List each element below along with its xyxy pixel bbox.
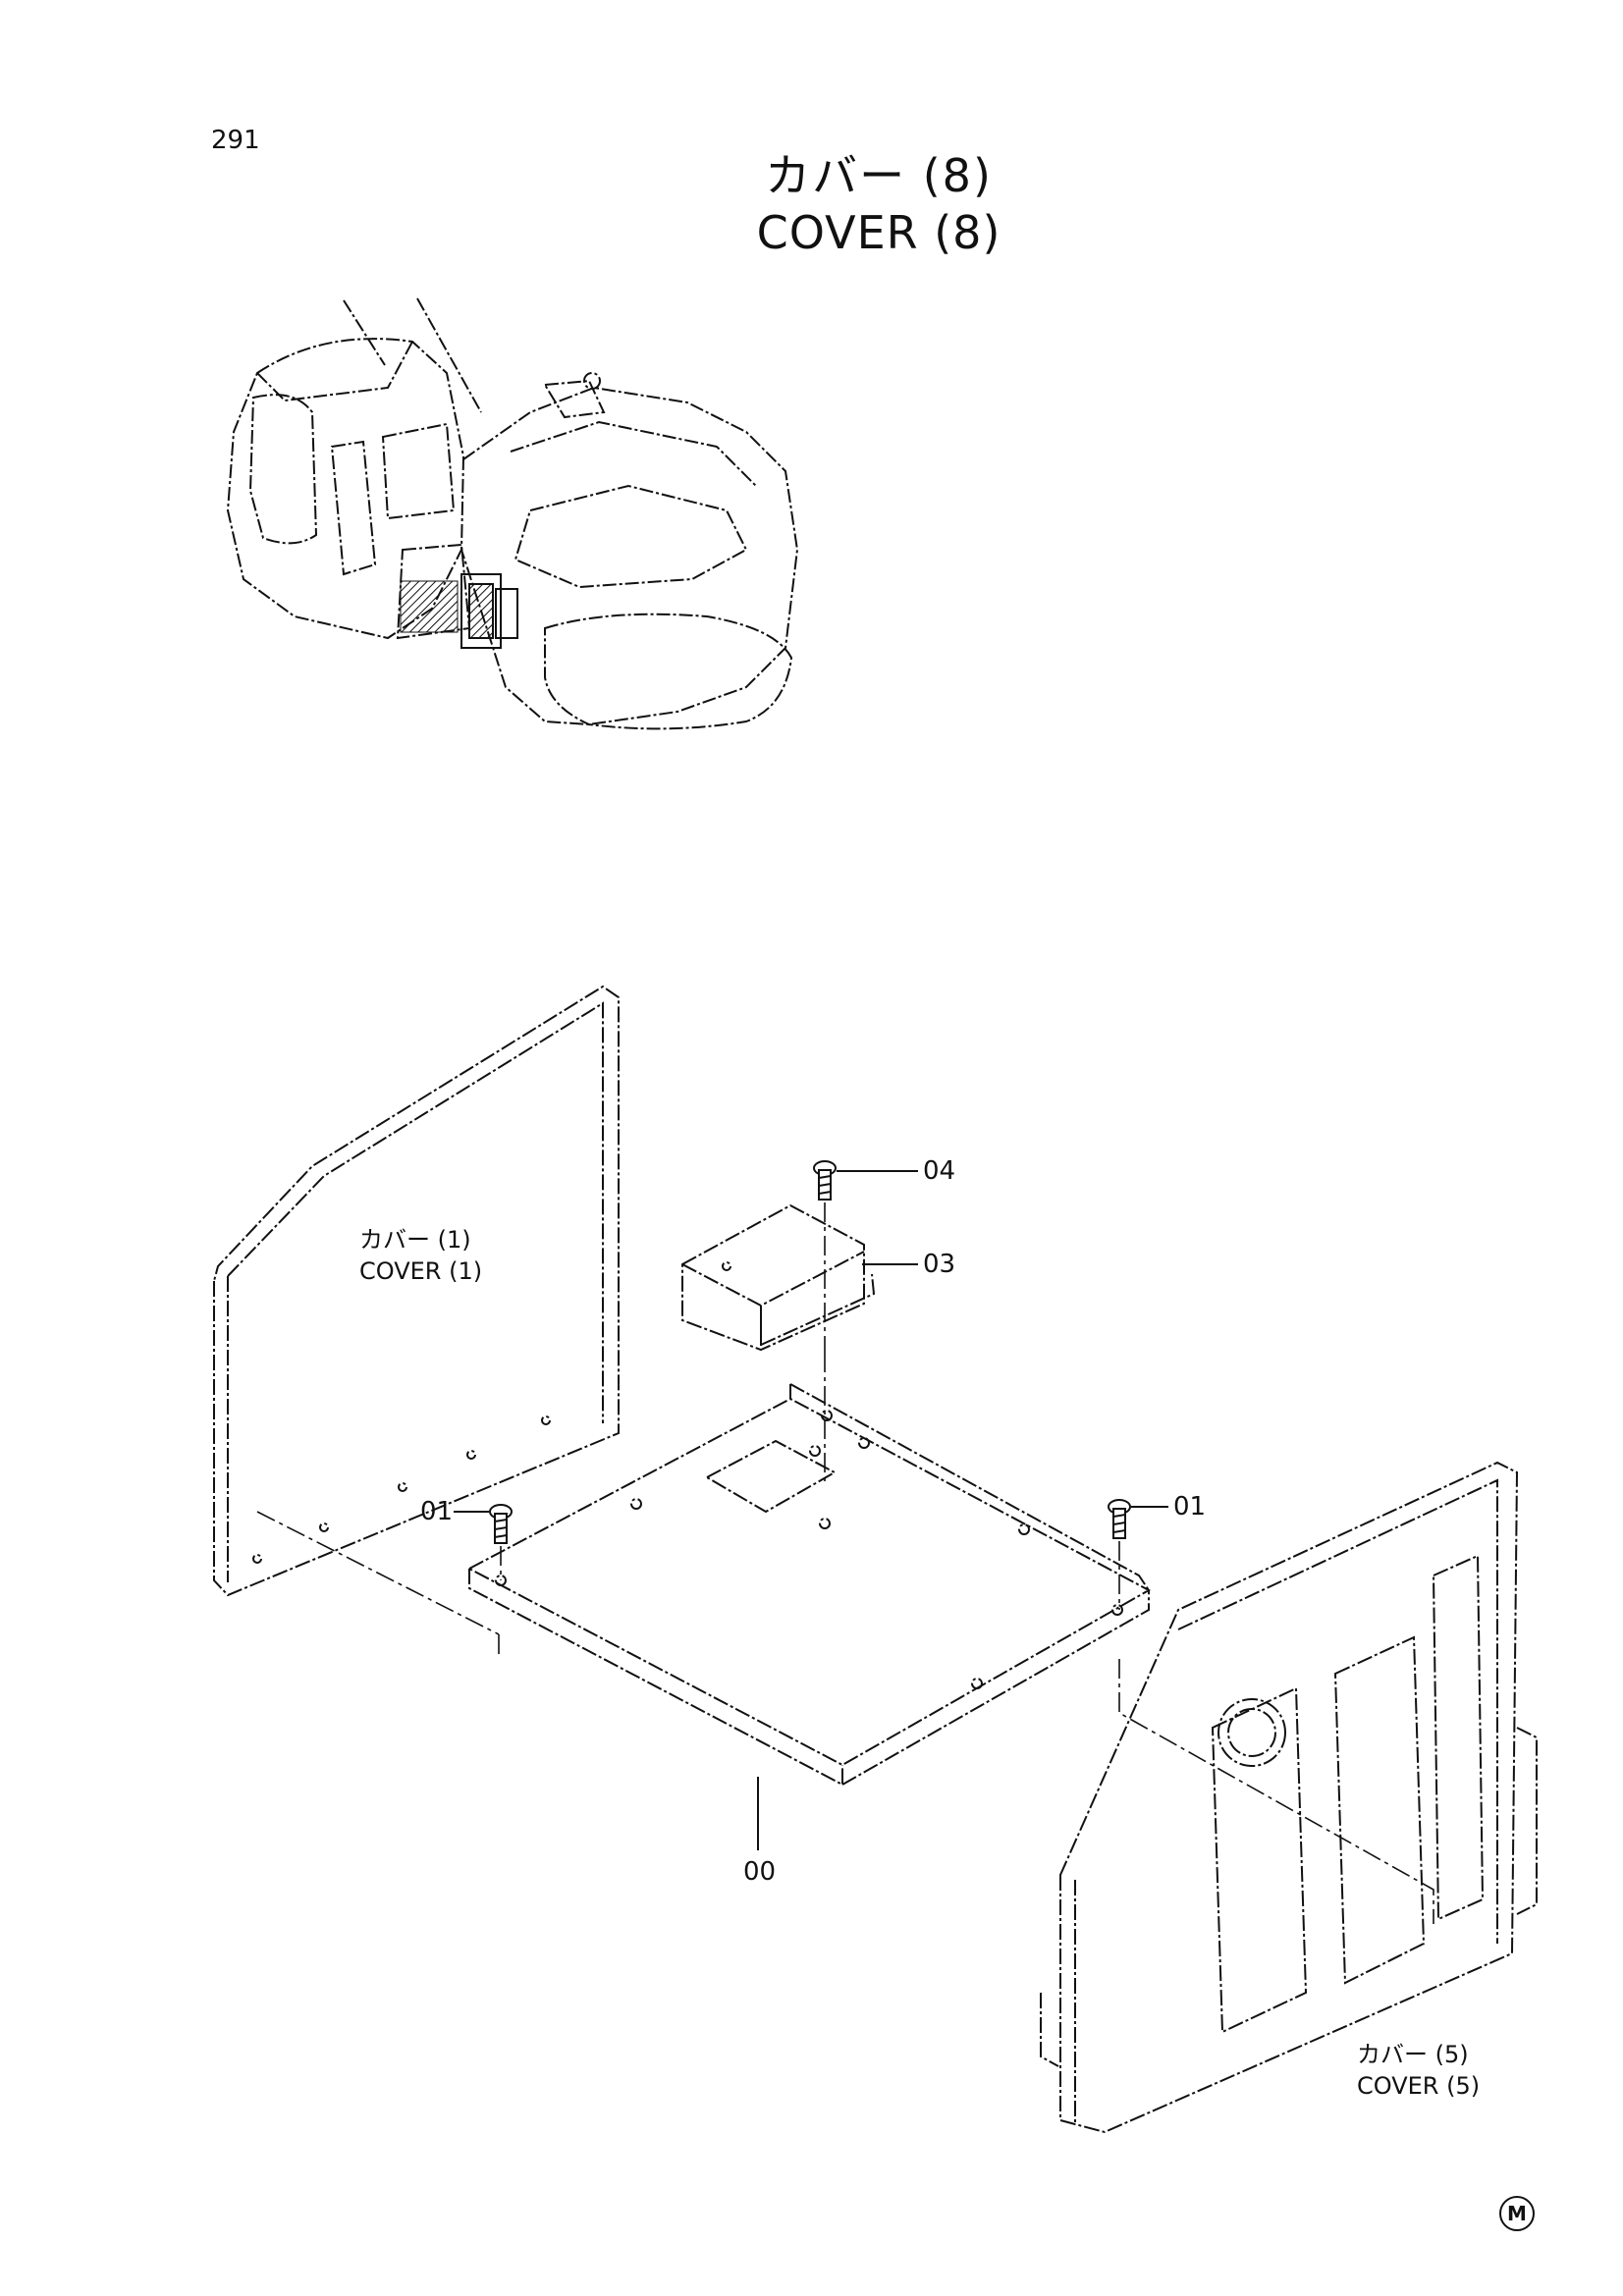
callout-04: 04: [923, 1156, 956, 1186]
title-english: COVER (8): [756, 206, 1001, 259]
callout-01-left: 01: [420, 1497, 454, 1526]
title-japanese: カバー (8): [765, 149, 993, 202]
callout-01-right: 01: [1173, 1492, 1207, 1522]
plate-00: [466, 1383, 1152, 1787]
assembly-lines: [256, 1202, 1434, 1924]
bolt-01-left: [489, 1504, 513, 1544]
controller-location-marker: [460, 573, 518, 649]
bolt-04: [813, 1160, 837, 1201]
reference-cover-1-ja: カバー (1): [359, 1226, 471, 1254]
controller-unit-03: [681, 1203, 876, 1352]
bolt-01-right: [1108, 1499, 1131, 1539]
callout-03: 03: [923, 1250, 956, 1279]
callout-00: 00: [743, 1857, 777, 1887]
cover-5-panel: [1040, 1461, 1538, 2134]
page-title: カバー (8) COVER (8): [731, 147, 1026, 261]
excavator-overview-illustration: [226, 297, 799, 730]
hatched-access-area: [400, 580, 459, 633]
page-number: 291: [211, 126, 260, 155]
reference-cover-5-en: COVER (5): [1357, 2072, 1481, 2100]
reference-cover-5-ja: カバー (5): [1357, 2041, 1469, 2068]
circled-m-mark: M: [1499, 2196, 1535, 2231]
cover-1-panel: [213, 985, 620, 1597]
leader-lines: [454, 1170, 1168, 1850]
reference-cover-1-en: COVER (1): [359, 1257, 483, 1285]
